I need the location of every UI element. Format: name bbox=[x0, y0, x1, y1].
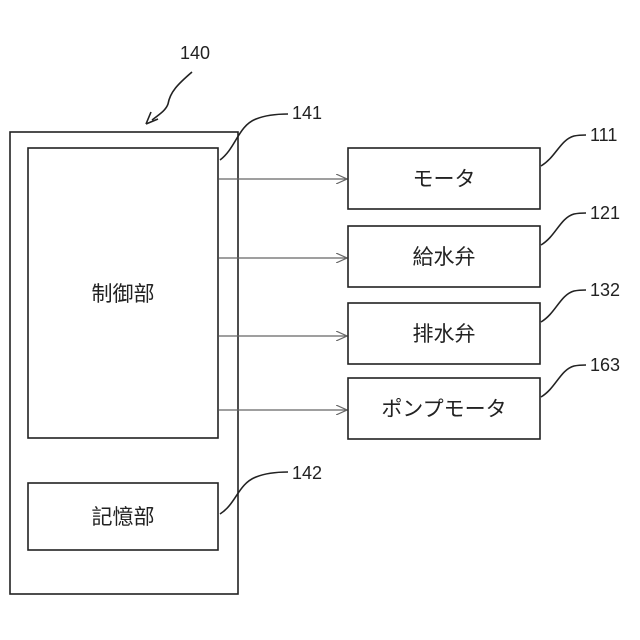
drain-valve-leader-line bbox=[541, 290, 586, 322]
pump-motor-leader-line bbox=[541, 365, 586, 397]
storage-label: 記憶部 bbox=[92, 505, 155, 529]
drain-valve-ref-label: 132 bbox=[590, 280, 620, 300]
drain-valve-label: 排水弁 bbox=[413, 322, 476, 346]
controller-ref-label: 141 bbox=[292, 103, 322, 123]
storage-ref-label: 142 bbox=[292, 463, 322, 483]
unit-leader-line bbox=[152, 72, 192, 120]
supply-valve-ref-label: 121 bbox=[590, 203, 620, 223]
pump-motor-ref-label: 163 bbox=[590, 355, 620, 375]
unit-ref-label: 140 bbox=[180, 43, 210, 63]
supply-valve-leader-line bbox=[541, 213, 586, 245]
unit-leader-arrowhead bbox=[146, 112, 158, 124]
controller-label: 制御部 bbox=[92, 282, 155, 306]
motor-ref-label: 111 bbox=[590, 125, 617, 145]
motor-leader-line bbox=[541, 135, 586, 166]
pump-motor-label: ポンプモータ bbox=[381, 397, 506, 421]
supply-valve-label: 給水弁 bbox=[413, 245, 476, 269]
motor-label: モータ bbox=[413, 167, 476, 191]
